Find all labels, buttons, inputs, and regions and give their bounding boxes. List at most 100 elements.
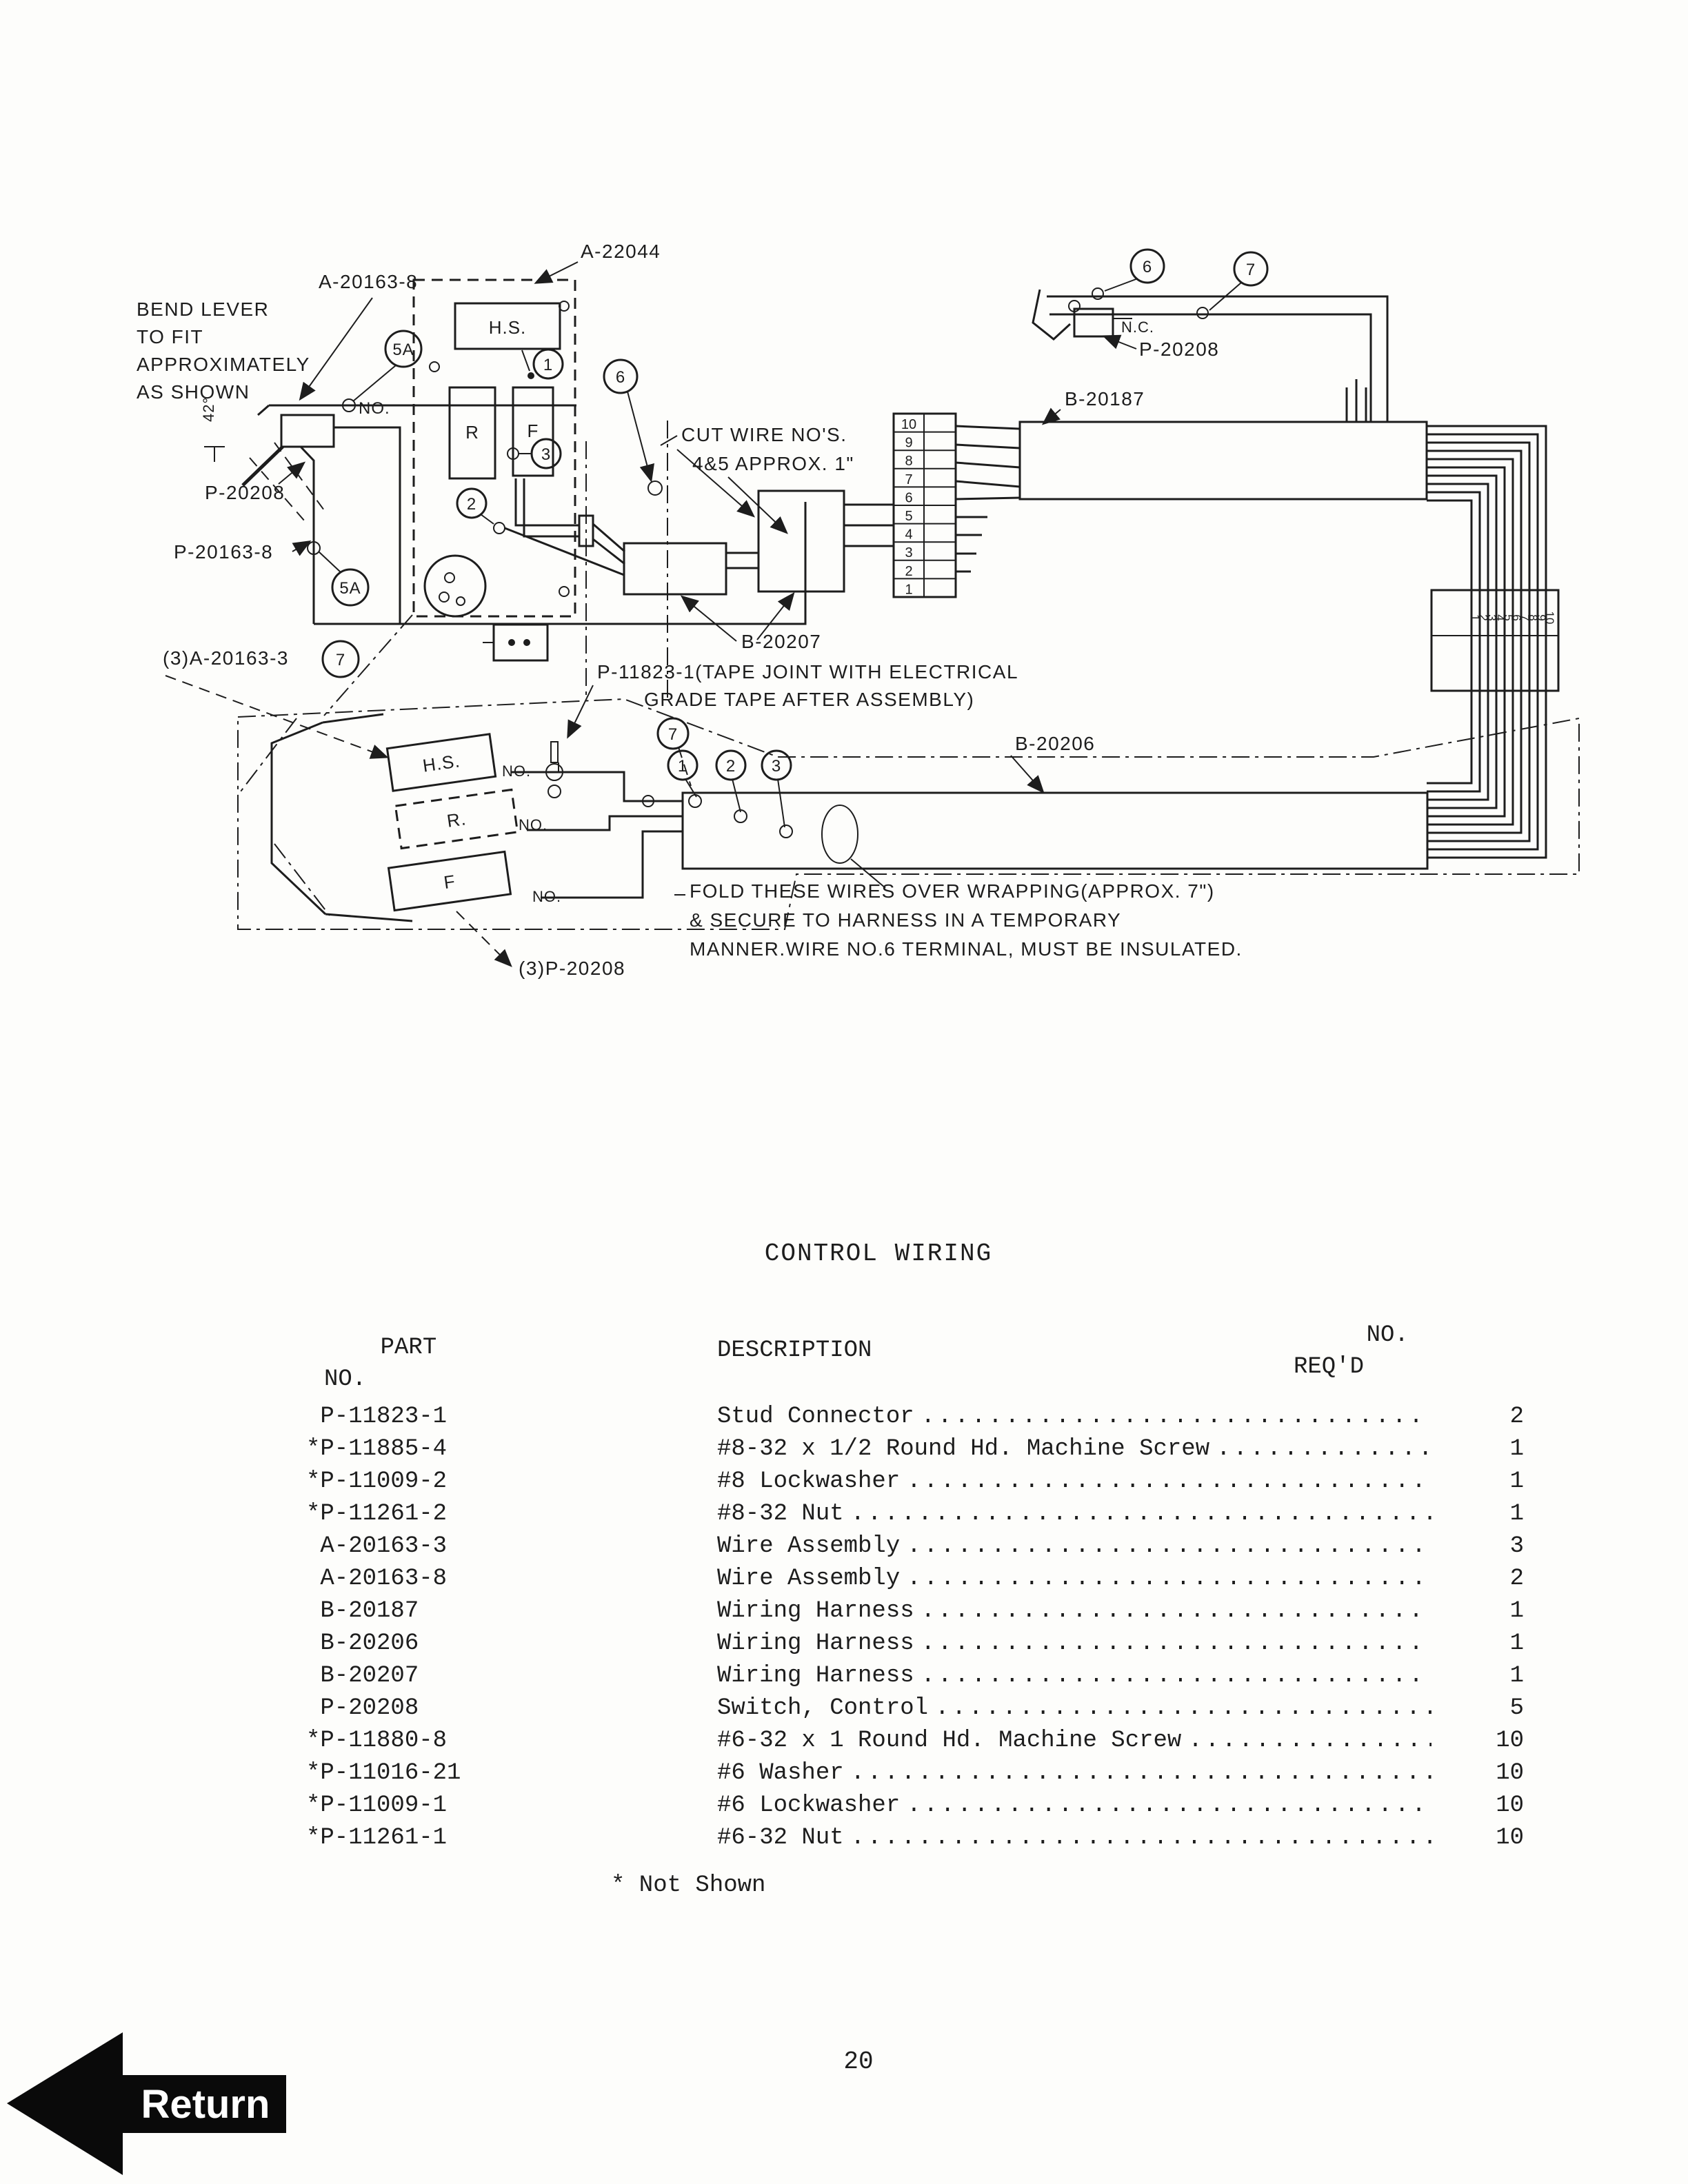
svg-text:1: 1 — [678, 757, 687, 776]
svg-text:MANNER.WIRE NO.6 TERMINAL, MU: MANNER.WIRE NO.6 TERMINAL, MUST BE INSUL… — [690, 938, 1243, 960]
cell-part-number: A-20163-8 — [306, 1566, 448, 1592]
callout-2-lower: 2 — [715, 749, 747, 781]
box-f-lower: F — [387, 850, 512, 912]
wire-band-number: 6 — [1510, 614, 1523, 620]
svg-text:2: 2 — [726, 757, 736, 776]
note-cut-wire: CUT WIRE NO'S. 4&5 APPROX. 1" — [681, 424, 854, 474]
table-footnote: * Not Shown — [611, 1872, 766, 1899]
cell-part-number: *P-11009-2 — [306, 1468, 448, 1495]
cell-qty: 1 — [1509, 1663, 1524, 1689]
harness-wire — [1427, 441, 1531, 842]
wire-band-number: 5 — [1502, 614, 1515, 620]
left-arrow-icon — [7, 2032, 286, 2175]
wire-bundle — [1427, 425, 1547, 859]
svg-text:7: 7 — [668, 725, 678, 744]
stud-connector — [545, 741, 563, 798]
table-row: *P-11009-1#6 Lockwasher.................… — [306, 1792, 1524, 1825]
svg-text:TO FIT: TO FIT — [137, 326, 203, 347]
svg-text:P-11823-1(TAPE JOINT WITH ELE: P-11823-1(TAPE JOINT WITH ELECTRICAL — [597, 661, 1018, 682]
label-no-upper: NO. — [359, 399, 390, 418]
cell-qty: 10 — [1496, 1728, 1524, 1754]
svg-text:6: 6 — [616, 368, 625, 387]
label-b20207: B-20207 — [741, 631, 821, 652]
note-bend-lever: BEND LEVER TO FIT APPROXIMATELY AS SHOWN — [137, 299, 309, 403]
callout-2: 2 — [456, 487, 488, 519]
callout-7-top: 7 — [1233, 251, 1269, 287]
box-r-lower: R. — [394, 788, 519, 850]
wire-band-number: 2 — [1477, 614, 1490, 620]
label-p20208-qty: (3)P-20208 — [519, 958, 625, 979]
harness-wire — [1427, 474, 1498, 809]
cam — [423, 554, 487, 618]
label-r-upper: R — [465, 422, 479, 443]
table-row: *P-11880-8 #6-32 x 1 Round Hd. Machine Sc… — [306, 1728, 1524, 1760]
terminal-number: 10 — [901, 417, 916, 432]
terminal-number: 8 — [905, 454, 912, 469]
wire-band-number: 3 — [1485, 614, 1498, 620]
return-button[interactable]: Return — [7, 2032, 290, 2177]
harness-wire — [1427, 499, 1473, 785]
dot-leader: ........................................… — [921, 1663, 1431, 1689]
column-header-description: DESCRIPTION — [717, 1337, 872, 1364]
cell-qty: 2 — [1509, 1404, 1524, 1430]
harness-wire — [1427, 491, 1481, 793]
svg-text:2: 2 — [467, 495, 476, 514]
callout-6-top: 6 — [1129, 248, 1165, 284]
bend-lever-switch — [280, 414, 335, 448]
cell-description: Wiring Harness — [717, 1663, 914, 1689]
svg-text:FOLD THESE WIRES OVER WRAPPING: FOLD THESE WIRES OVER WRAPPING(APPROX. 7… — [690, 880, 1215, 902]
dot-leader: ........................................… — [907, 1468, 1431, 1495]
wire-band-number: 10 — [1543, 611, 1556, 625]
svg-text:H.S.: H.S. — [421, 750, 461, 776]
dot-leader: ........................................… — [907, 1533, 1431, 1559]
svg-text:R.: R. — [445, 808, 468, 831]
lower-assembly: (3)A-20163-3 7 P-11823-1(TAPE JOINT WITH… — [163, 421, 1580, 979]
wire-band-number: 7 — [1518, 614, 1531, 620]
label-f-upper: F — [528, 421, 539, 441]
wire-band-number: 1 — [1469, 614, 1482, 620]
harness-b20206 — [681, 791, 1429, 870]
svg-text:1: 1 — [543, 356, 553, 374]
cell-description: #6-32 x 1 Round Hd. Machine Screw — [717, 1728, 1182, 1754]
cell-part-number: *P-11261-2 — [306, 1501, 448, 1527]
svg-text:7: 7 — [1246, 261, 1256, 279]
box-hs-lower: H.S. — [385, 733, 497, 792]
svg-text:4&5 APPROX. 1": 4&5 APPROX. 1" — [692, 453, 854, 474]
svg-text:5A: 5A — [392, 341, 414, 359]
cell-part-number: *P-11009-1 — [306, 1792, 448, 1819]
harness-wire — [1427, 433, 1539, 851]
terminal-number: 9 — [905, 436, 912, 451]
dot-leader: ........................................… — [850, 1760, 1431, 1786]
callout-1: 1 — [532, 348, 564, 380]
cell-part-number: B-20187 — [306, 1598, 419, 1624]
panel-a22044 — [412, 279, 576, 618]
svg-text:7: 7 — [336, 651, 345, 669]
cell-description: #8 Lockwasher — [717, 1468, 901, 1495]
cell-part-number: P-20208 — [306, 1695, 419, 1721]
dot-leader: ........................................… — [850, 1501, 1431, 1527]
wire-band-number: 9 — [1535, 614, 1548, 620]
cell-part-number: *P-11880-8 — [306, 1728, 448, 1754]
cell-description: #8-32 x 1/2 Round Hd. Machine Screw — [717, 1436, 1210, 1462]
label-nc: N.C. — [1121, 318, 1154, 336]
dot-leader: ........................................… — [921, 1630, 1431, 1657]
cell-part-number: A-20163-3 — [306, 1533, 448, 1559]
cell-qty: 1 — [1509, 1630, 1524, 1657]
callout-7-label: 7 — [321, 640, 360, 678]
cell-part-number: *P-11885-4 — [306, 1436, 448, 1462]
cell-part-number: *P-11261-1 — [306, 1825, 448, 1851]
upper-assembly: A-22044 H.S. R F 1 3 2 — [137, 241, 1560, 859]
cell-description: #6 Lockwasher — [717, 1792, 901, 1819]
terminal-number: 1 — [905, 582, 912, 597]
label-a20163-3: (3)A-20163-3 — [163, 647, 289, 669]
wiring-diagram: A-22044 H.S. R F 1 3 2 — [137, 241, 1580, 979]
dot-leader: ........................................… — [921, 1404, 1431, 1430]
cell-qty: 5 — [1509, 1695, 1524, 1721]
cell-qty: 3 — [1509, 1533, 1524, 1559]
